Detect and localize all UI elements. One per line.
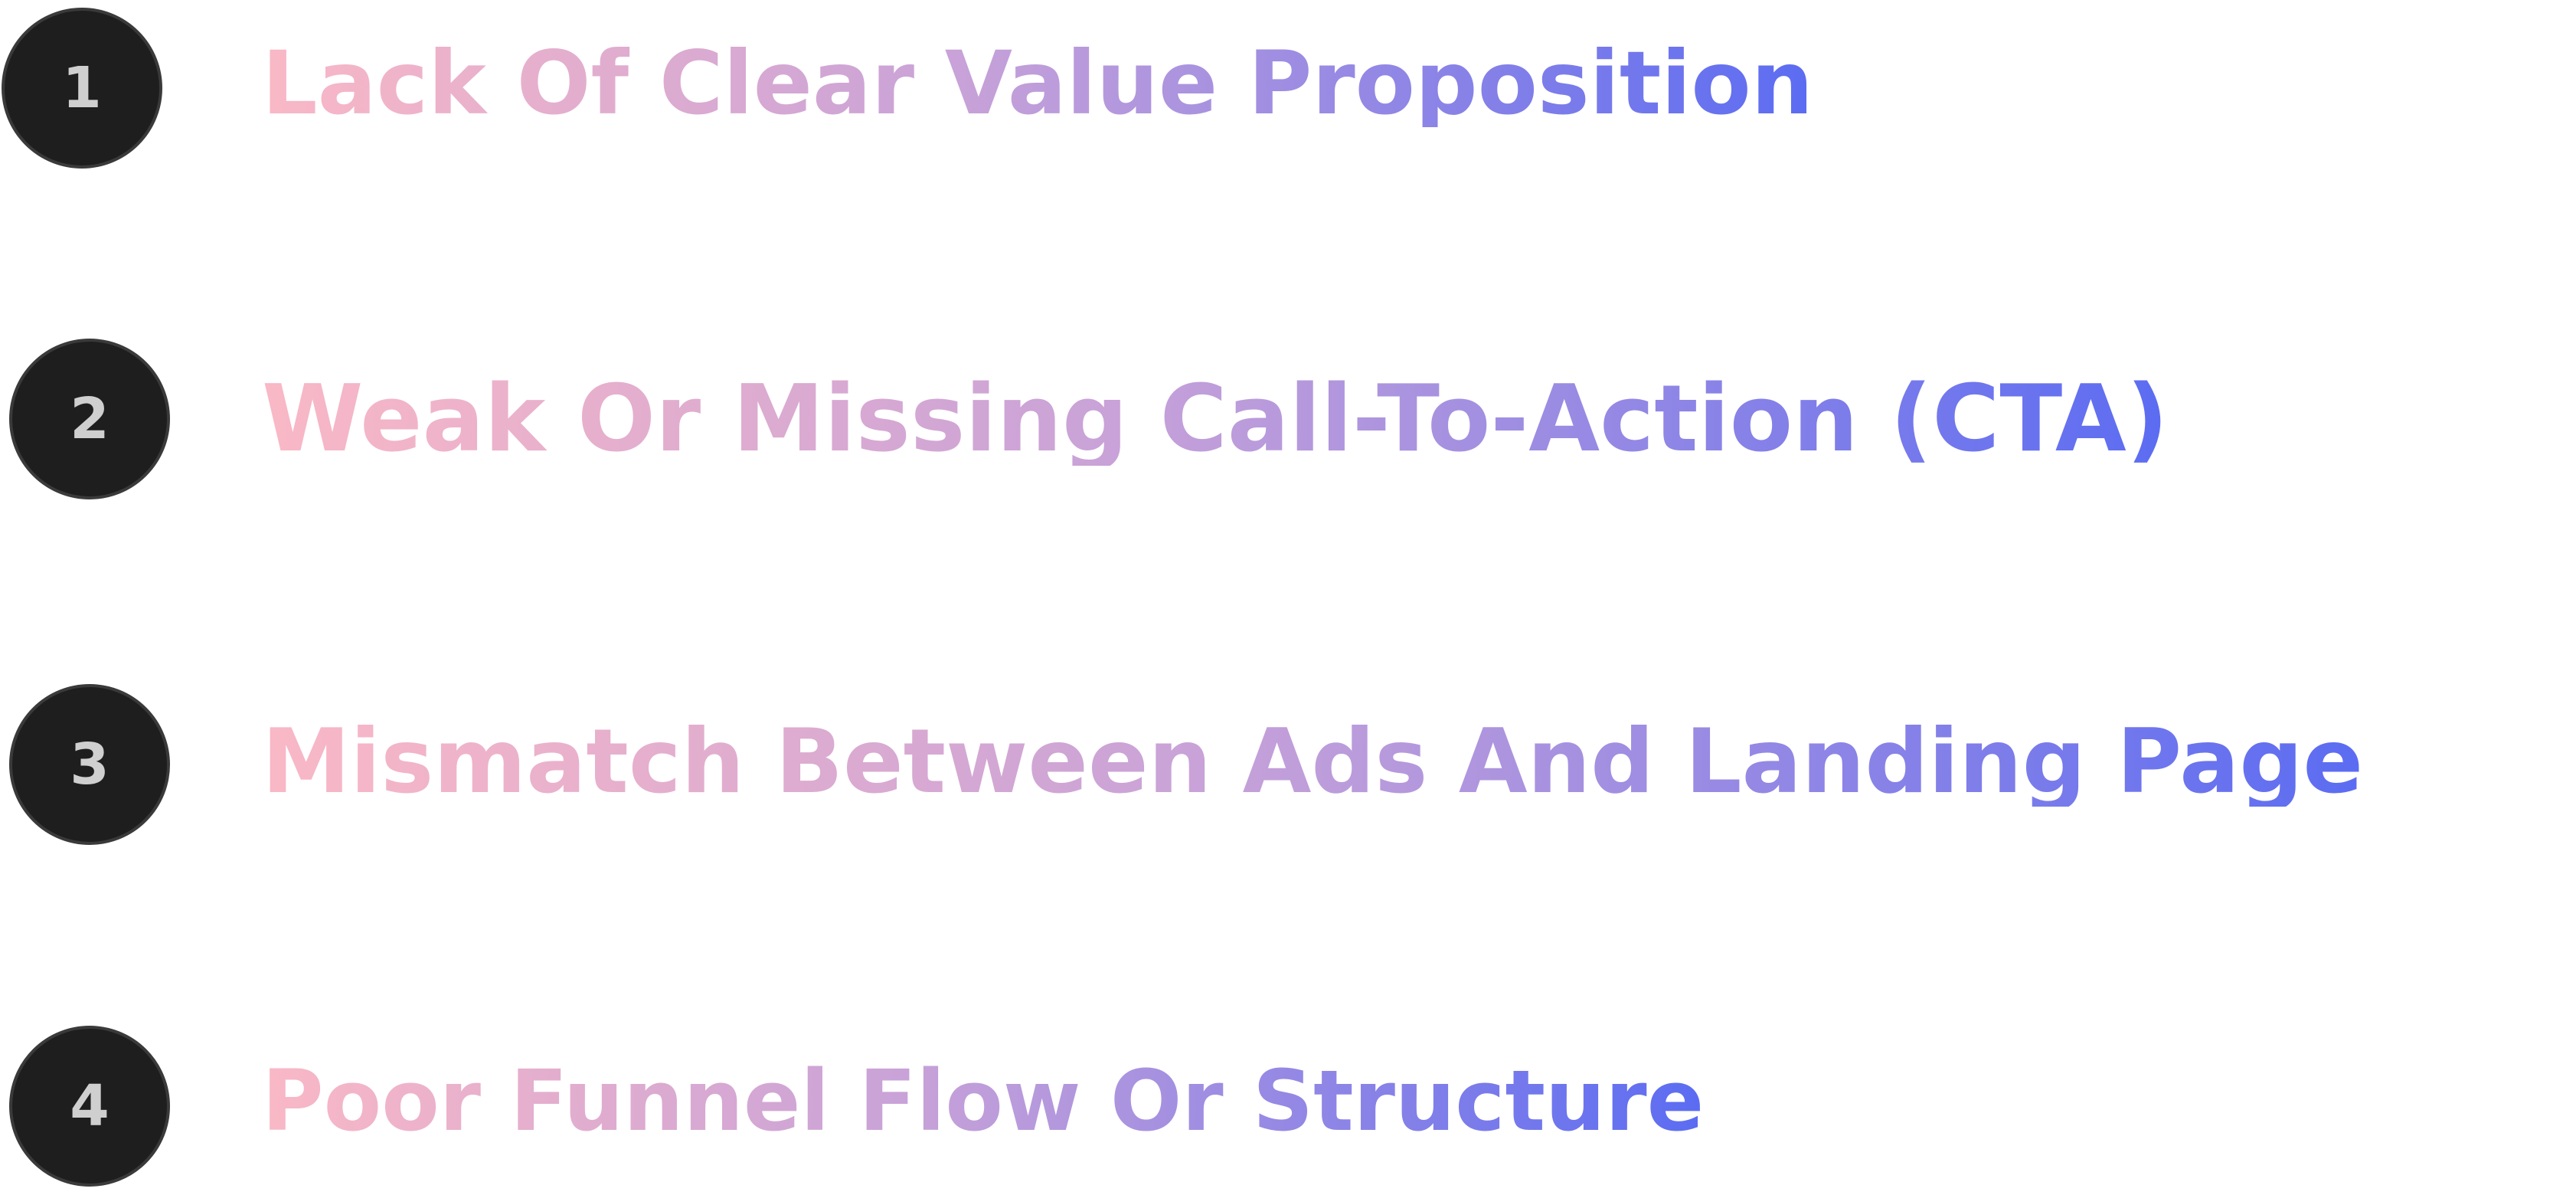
number-badge: 1 (2, 8, 162, 169)
number-badge: 4 (9, 1026, 170, 1187)
number-badge: 2 (9, 339, 170, 499)
list-item-1: 1 Lack Of Clear Value Proposition (0, 0, 2576, 176)
item-label: Weak Or Missing Call-To-Action (CTA) (262, 366, 2169, 473)
list-item-3: 3 Mismatch Between Ads And Landing Page (0, 0, 2576, 845)
item-label: Poor Funnel Flow Or Structure (262, 1052, 1705, 1150)
list-item-2: 2 Weak Or Missing Call-To-Action (CTA) (0, 0, 2576, 499)
item-label: Lack Of Clear Value Proposition (262, 32, 1813, 134)
item-label: Mismatch Between Ads And Landing Page (262, 710, 2364, 814)
number-badge: 3 (9, 684, 170, 845)
